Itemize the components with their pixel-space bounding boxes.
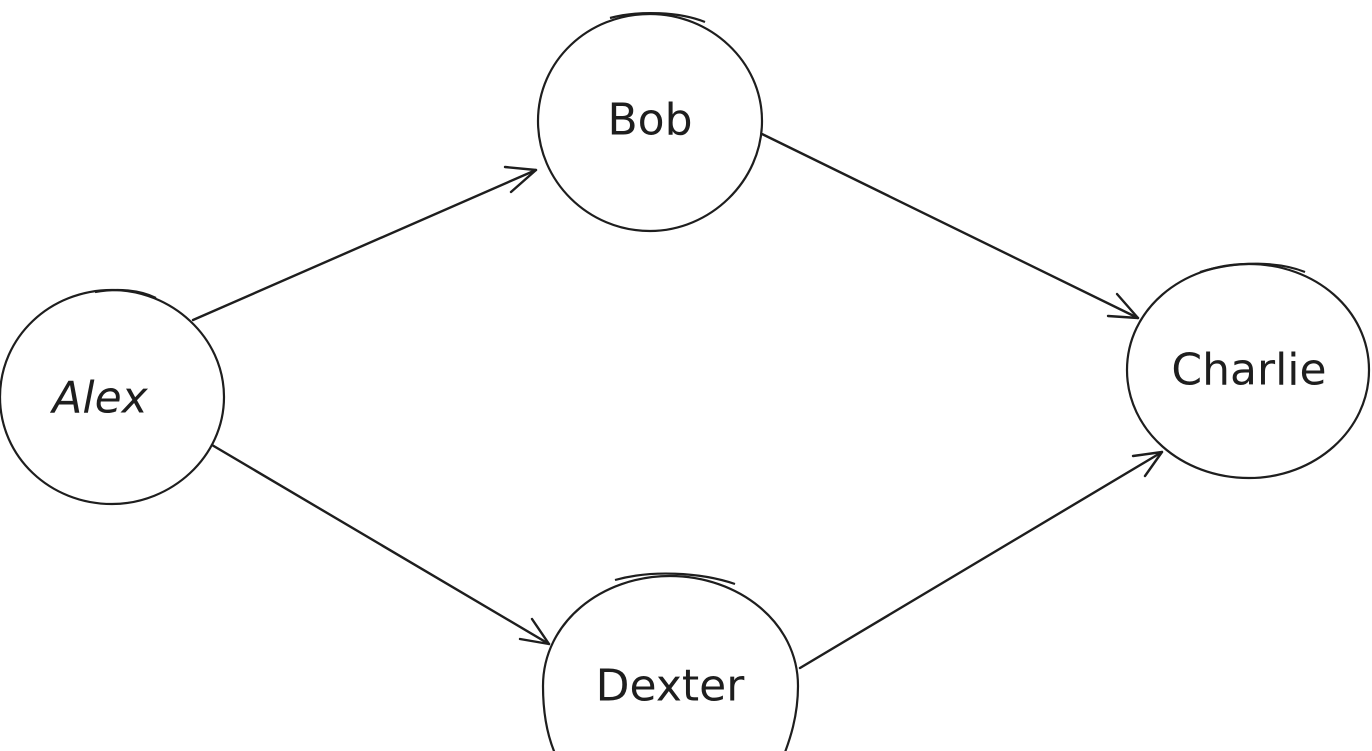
node-alex[interactable]: Alex bbox=[0, 288, 226, 506]
node-charlie[interactable]: Charlie bbox=[1125, 262, 1371, 480]
node-label-dexter: Dexter bbox=[596, 661, 746, 712]
edge-alex-dexter[interactable] bbox=[210, 443, 551, 646]
edges bbox=[191, 132, 1164, 670]
node-bob[interactable]: Bob bbox=[536, 11, 764, 233]
node-label-bob: Bob bbox=[607, 95, 692, 146]
node-label-alex: Alex bbox=[49, 373, 148, 424]
edge-dexter-charlie[interactable] bbox=[798, 450, 1164, 670]
edge-bob-charlie[interactable] bbox=[760, 132, 1140, 320]
node-label-charlie: Charlie bbox=[1171, 345, 1326, 396]
node-dexter[interactable]: Dexter bbox=[541, 572, 800, 751]
edge-alex-bob[interactable] bbox=[191, 165, 538, 322]
